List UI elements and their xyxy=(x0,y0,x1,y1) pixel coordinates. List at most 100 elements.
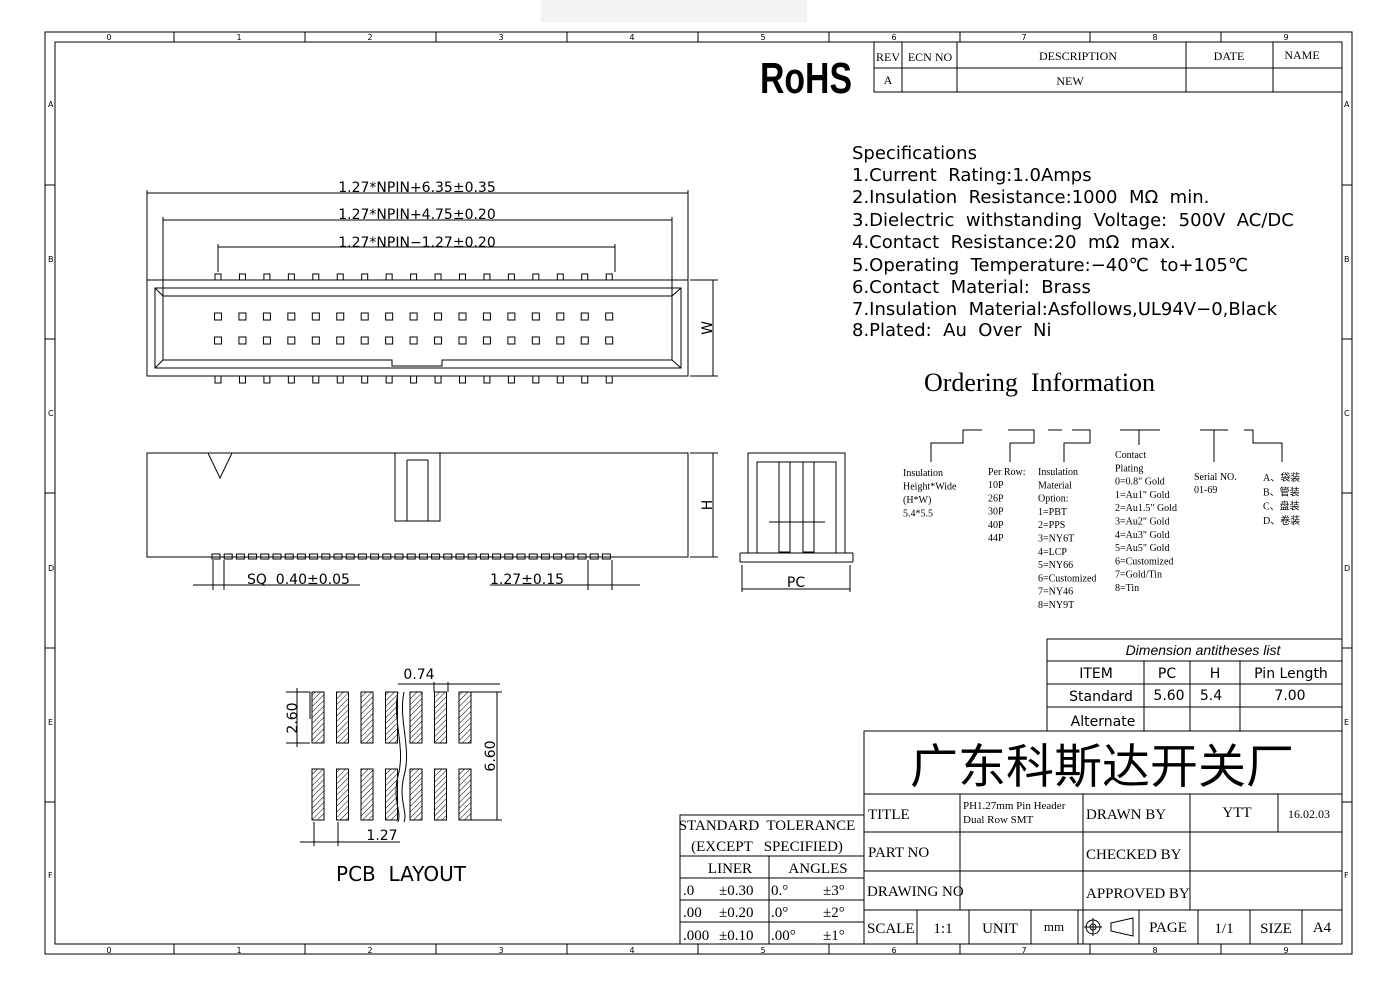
pin-tail-bottom xyxy=(410,375,418,384)
company-name: 广东科斯达开关厂 xyxy=(910,740,1294,795)
dim-pitch: 1.27±0.15 xyxy=(490,572,564,588)
unit-value: mm xyxy=(1044,919,1064,934)
pin-square xyxy=(262,312,271,321)
pin-square xyxy=(311,312,320,321)
grid-column-label: 2 xyxy=(367,33,372,42)
revision-table-lines xyxy=(873,41,1343,93)
pin-foot xyxy=(260,553,270,560)
grid-row-label: F xyxy=(1344,871,1349,880)
spec-item: 4.Contact Resistance:20 mΩ max. xyxy=(852,232,1176,253)
ordering-material-line: 5=NY66 xyxy=(1038,560,1073,571)
pin-square xyxy=(238,312,247,321)
pin-square xyxy=(458,336,467,345)
ordering-plating-line: 1=Au1" Gold xyxy=(1115,490,1169,501)
pin-tail-top xyxy=(214,273,222,281)
pin-foot xyxy=(418,553,428,560)
pin-foot xyxy=(296,553,306,560)
pin-foot xyxy=(345,553,355,560)
dim-table-header-pc: PC xyxy=(1158,666,1176,682)
pin-foot xyxy=(443,553,453,560)
page-value: 1/1 xyxy=(1214,921,1233,937)
spec-title: Specifications xyxy=(852,143,977,164)
ordering-packing-line: C、盘装 xyxy=(1263,500,1300,513)
grid-column-label: 2 xyxy=(367,946,372,955)
title-block-lines xyxy=(679,730,1343,945)
ordering-material-line: 3=NY6T xyxy=(1038,534,1074,545)
ordering-insulation-line: Insulation xyxy=(903,468,943,479)
description-header: DESCRIPTION xyxy=(1039,49,1117,63)
pcb-layout-drawing xyxy=(286,682,502,846)
spec-item: 8.Plated: Au Over Ni xyxy=(852,320,1052,341)
grid-row-label: B xyxy=(48,255,54,264)
pin-tail-top xyxy=(336,273,344,281)
tolerance-cell: 0.° xyxy=(771,883,788,899)
grid-row-label: A xyxy=(48,100,54,109)
pin-square xyxy=(507,312,516,321)
grid-column-label: 3 xyxy=(498,946,503,955)
pin-square xyxy=(482,336,491,345)
dim-table-header-pin-length: Pin Length xyxy=(1254,666,1328,682)
pin-square xyxy=(556,336,565,345)
pin-foot xyxy=(589,553,599,560)
grid-column-label: 8 xyxy=(1152,33,1157,42)
pin-foot xyxy=(479,553,489,560)
grid-column-label: 3 xyxy=(498,33,503,42)
pin-tail-bottom xyxy=(385,375,393,384)
pin-square xyxy=(531,336,540,345)
tolerance-cell: .000 xyxy=(683,928,709,944)
pin-tail-top xyxy=(483,273,491,281)
tolerance-cell: .00° xyxy=(771,928,796,944)
pin-square xyxy=(214,336,222,345)
pin-square xyxy=(507,336,516,345)
size-label: SIZE xyxy=(1260,921,1292,937)
pin-tail-top xyxy=(385,273,393,281)
tolerance-cell: ±0.20 xyxy=(719,905,753,921)
pin-square xyxy=(409,336,418,345)
date-value: 16.02.03 xyxy=(1288,807,1330,821)
pin-square xyxy=(287,312,296,321)
title-value: Dual Row SMT xyxy=(963,814,1034,826)
pin-foot xyxy=(565,553,575,560)
tolerance-cell: ±0.10 xyxy=(719,928,753,944)
pin-foot xyxy=(211,553,221,560)
pin-tail-top xyxy=(312,273,320,281)
pcb-pad xyxy=(360,768,374,821)
grid-column-label: 5 xyxy=(760,33,765,42)
pin-foot xyxy=(309,553,319,560)
pin-foot xyxy=(455,553,465,560)
grid-row-label: D xyxy=(48,564,54,573)
grid-row-label: A xyxy=(1344,100,1350,109)
dim-table-cell: 5.60 xyxy=(1153,688,1184,704)
grid-column-label: 1 xyxy=(236,33,241,42)
pin-square xyxy=(409,312,418,321)
spec-item: 1.Current Rating:1.0Amps xyxy=(852,165,1092,186)
pin-foot xyxy=(272,553,282,560)
pcb-dim-127: 1.27 xyxy=(366,828,397,844)
pin-square xyxy=(385,336,394,345)
ordering-insulation-line: Height*Wide xyxy=(903,482,957,493)
pin-tail-bottom xyxy=(434,375,442,384)
ordering-material-line: Option: xyxy=(1038,494,1069,505)
grid-column-label: 4 xyxy=(629,33,634,42)
name-header: NAME xyxy=(1284,48,1319,62)
grid-column-label: 5 xyxy=(760,946,765,955)
toolbar-strip xyxy=(541,0,807,22)
ordering-per-row-line: Per Row: xyxy=(988,467,1026,478)
grid-column-label: 0 xyxy=(106,946,111,955)
pin-square xyxy=(531,312,540,321)
grid-row-label: F xyxy=(48,871,53,880)
pcb-pad xyxy=(409,768,423,821)
pcb-pad xyxy=(409,691,423,744)
pin-tail-top xyxy=(556,273,564,281)
rohs-mark: RoHS xyxy=(760,54,852,103)
dim-pin-span: 1.27*NPIN−1.27±0.20 xyxy=(338,235,496,251)
grid-row-label: C xyxy=(1344,409,1350,418)
ordering-plating-line: Contact xyxy=(1115,450,1146,461)
top-view xyxy=(146,190,718,384)
checked-by-label: CHECKED BY xyxy=(1086,847,1182,863)
specifications: Specifications 1.Current Rating:1.0Amps … xyxy=(852,143,1294,341)
pin-square xyxy=(287,336,296,345)
pin-square xyxy=(238,336,247,345)
scale-label: SCALE xyxy=(867,921,915,937)
spec-item: 7.Insulation Material:Asfollows,UL94V−0,… xyxy=(852,299,1278,320)
